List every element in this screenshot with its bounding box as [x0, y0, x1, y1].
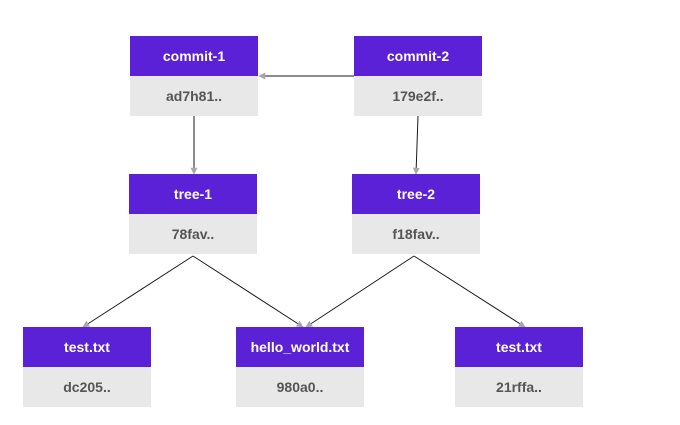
commit-1-title: commit-1	[130, 36, 258, 76]
tree-2-node: tree-2 f18fav..	[352, 174, 480, 254]
commit-2-node: commit-2 179e2f..	[354, 36, 482, 116]
commit-2-title: commit-2	[354, 36, 482, 76]
commit-1-node: commit-1 ad7h81..	[130, 36, 258, 116]
tree-1-node: tree-1 78fav..	[129, 174, 257, 254]
tree-1-hash: 78fav..	[129, 214, 257, 254]
hello-world-title: hello_world.txt	[236, 327, 364, 367]
test-txt-left-node: test.txt dc205..	[23, 327, 151, 407]
edge-commit2-to-tree2	[412, 115, 420, 175]
edge-tree2-to-hello	[305, 255, 415, 328]
commit-2-hash: 179e2f..	[354, 76, 482, 116]
tree-2-title: tree-2	[352, 174, 480, 214]
test-txt-right-title: test.txt	[455, 327, 583, 367]
test-txt-left-hash: dc205..	[23, 367, 151, 407]
commit-1-hash: ad7h81..	[130, 76, 258, 116]
tree-1-title: tree-1	[129, 174, 257, 214]
test-txt-left-title: test.txt	[23, 327, 151, 367]
hello-world-hash: 980a0..	[236, 367, 364, 407]
edge-tree2-to-test2	[413, 255, 526, 328]
edge-tree1-to-hello	[192, 255, 304, 328]
edge-tree1-to-test1	[82, 255, 194, 328]
test-txt-right-hash: 21rffa..	[455, 367, 583, 407]
test-txt-right-node: test.txt 21rffa..	[455, 327, 583, 407]
hello-world-node: hello_world.txt 980a0..	[236, 327, 364, 407]
tree-2-hash: f18fav..	[352, 214, 480, 254]
